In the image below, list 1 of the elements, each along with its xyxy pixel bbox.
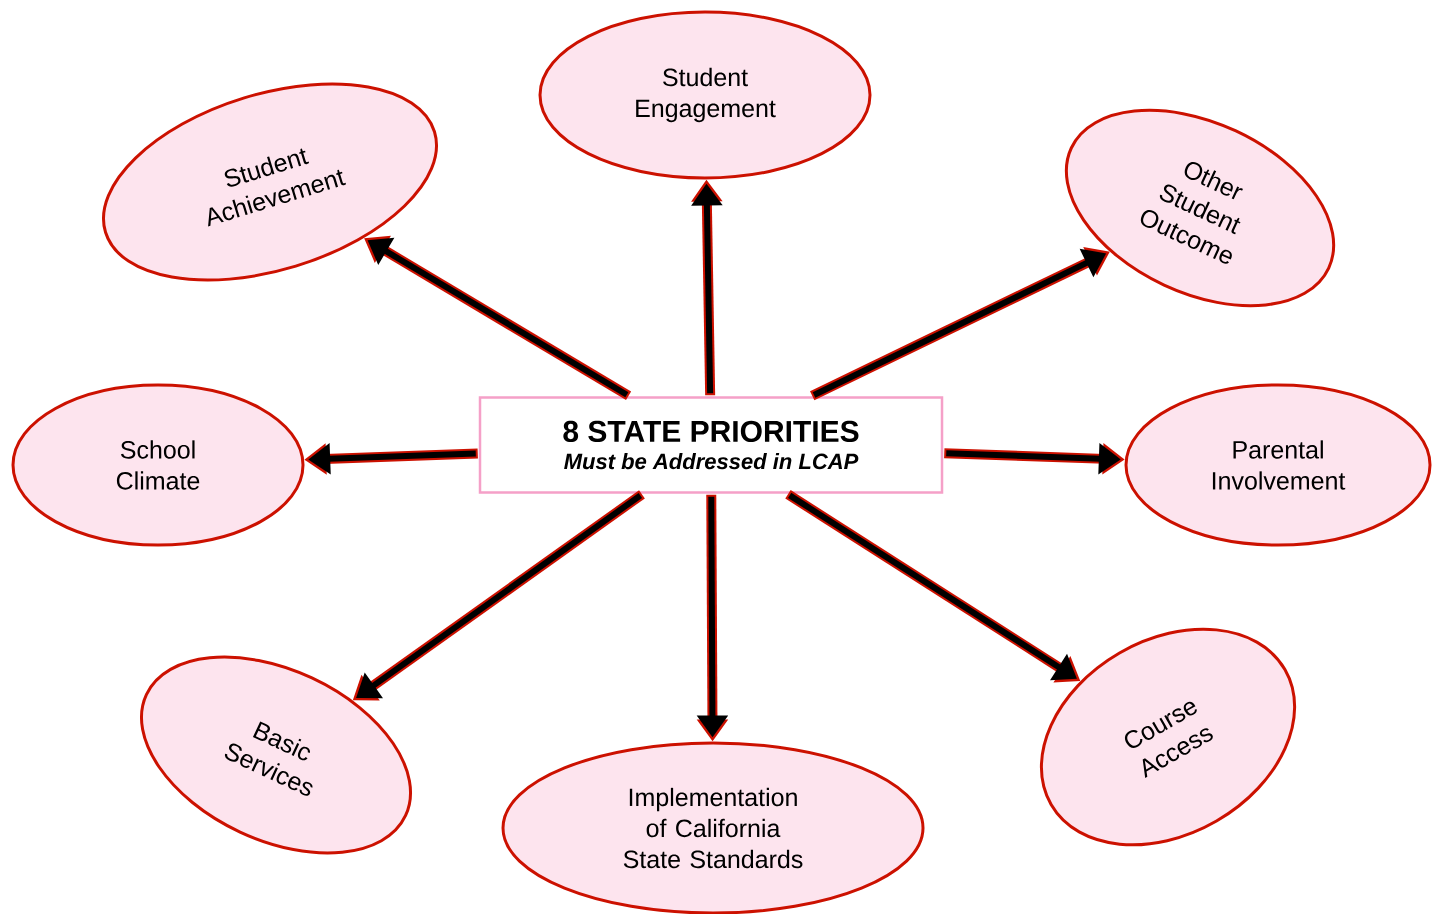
title-box: 8 STATE PRIORITIES Must be Addressed in LCAP: [478, 396, 944, 494]
